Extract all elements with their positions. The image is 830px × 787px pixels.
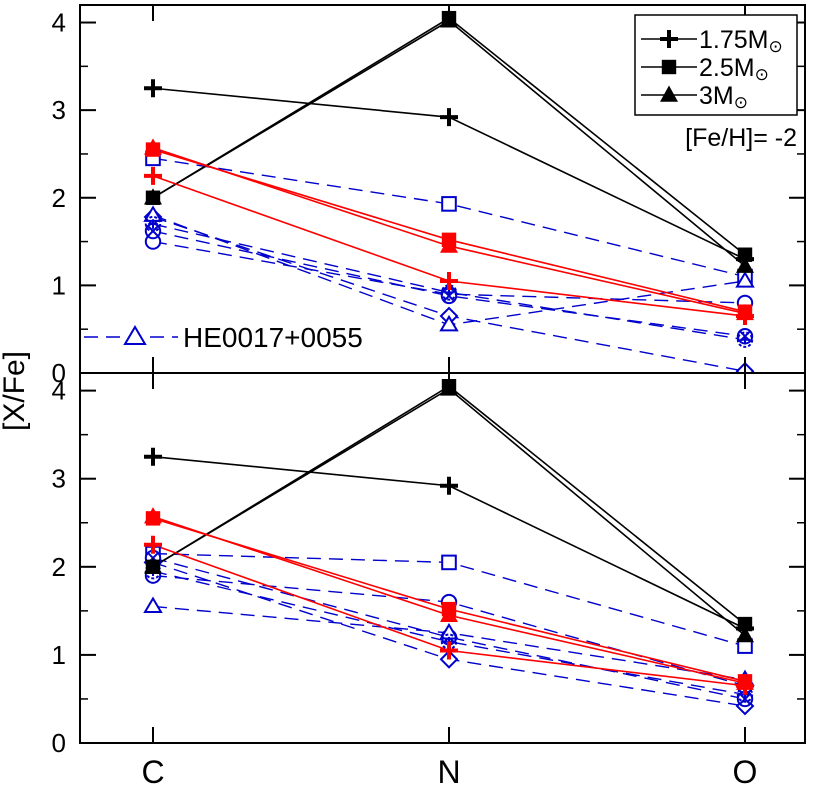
x-tick-label: N (437, 754, 460, 787)
legend-label: 2.5M⊙ (699, 54, 769, 84)
open-triangle-marker (735, 271, 755, 288)
legend-label: 3M⊙ (699, 82, 748, 112)
triangle-marker (440, 605, 458, 623)
plus-marker (440, 108, 458, 127)
plus-marker (440, 641, 458, 660)
legend-label: 1.75M⊙ (699, 26, 783, 56)
square-marker (737, 247, 753, 262)
square-marker (661, 59, 677, 75)
open-cross-circle-marker (736, 686, 754, 703)
model-series-line (152, 385, 746, 625)
triangle-marker (660, 85, 678, 102)
y-tick-label: 1 (52, 270, 66, 300)
y-tick-label: 1 (52, 640, 66, 670)
y-tick-label: 3 (52, 95, 66, 125)
triangle-marker (736, 673, 754, 690)
bottom-panel: 0 1 2 3 4C N O (52, 372, 806, 787)
sun-symbol: ⊙ (755, 65, 769, 84)
observed-series-line (152, 570, 746, 696)
triangle-marker (736, 256, 754, 273)
square-marker (737, 616, 753, 632)
panel-frame (79, 372, 806, 744)
sun-symbol: ⊙ (734, 93, 748, 112)
x-tick-label: C (141, 754, 164, 787)
observed-series-line (152, 230, 746, 337)
open-cross-circle-marker (144, 215, 162, 233)
triangle-marker (144, 507, 162, 524)
plus-marker (440, 476, 458, 495)
y-tick-label: 0 (52, 728, 66, 758)
triangle-marker (736, 303, 754, 321)
open-cross-circle-cross (740, 334, 750, 345)
star-label-marker (123, 325, 147, 345)
plus-marker (660, 30, 678, 48)
y-tick-label: 3 (52, 464, 66, 494)
triangle-marker (144, 557, 162, 574)
open-triangle-marker (439, 314, 459, 332)
metallicity-note: [Fe/H]= -2 (685, 124, 797, 152)
plus-marker (440, 272, 458, 290)
open-cross-circle-cross (148, 219, 158, 229)
plot-area (143, 379, 755, 716)
x-tick-label: O (733, 754, 758, 787)
legend: 1.75M⊙2.5M⊙3M⊙[Fe/H]= -2 (634, 14, 798, 152)
plus-marker (144, 447, 162, 466)
open-square-marker (441, 196, 457, 212)
legend-label-text: 3M (699, 82, 734, 110)
star-label: HE0017+0055 (183, 322, 363, 353)
y-axis-label: [X/Fe] (0, 351, 31, 431)
y-tick-label: 4 (52, 376, 66, 406)
y-tick-label: 2 (52, 183, 66, 213)
sun-symbol: ⊙ (768, 37, 782, 56)
observed-series-line (152, 240, 746, 304)
observed-series-line (152, 557, 746, 700)
legend-label-text: 2.5M (699, 54, 755, 82)
triangle-marker (736, 626, 754, 643)
open-cross-circle-marker (440, 284, 458, 301)
triangle-marker (144, 138, 162, 155)
open-triangle-marker (123, 325, 147, 345)
y-tick-label: 4 (52, 8, 66, 38)
triangle-marker (144, 188, 162, 205)
y-tick-label: 2 (52, 552, 66, 582)
open-triangle-marker (143, 596, 163, 614)
triangle-marker (440, 236, 458, 253)
open-cross-circle-marker (736, 331, 754, 348)
open-square-marker (441, 554, 457, 571)
plus-marker (144, 79, 162, 98)
plus-marker (144, 166, 162, 185)
legend-label-text: 1.75M (699, 26, 768, 54)
y-tick-label: 0 (52, 358, 66, 388)
observed-series-line (152, 223, 746, 341)
plus-marker (144, 535, 162, 554)
